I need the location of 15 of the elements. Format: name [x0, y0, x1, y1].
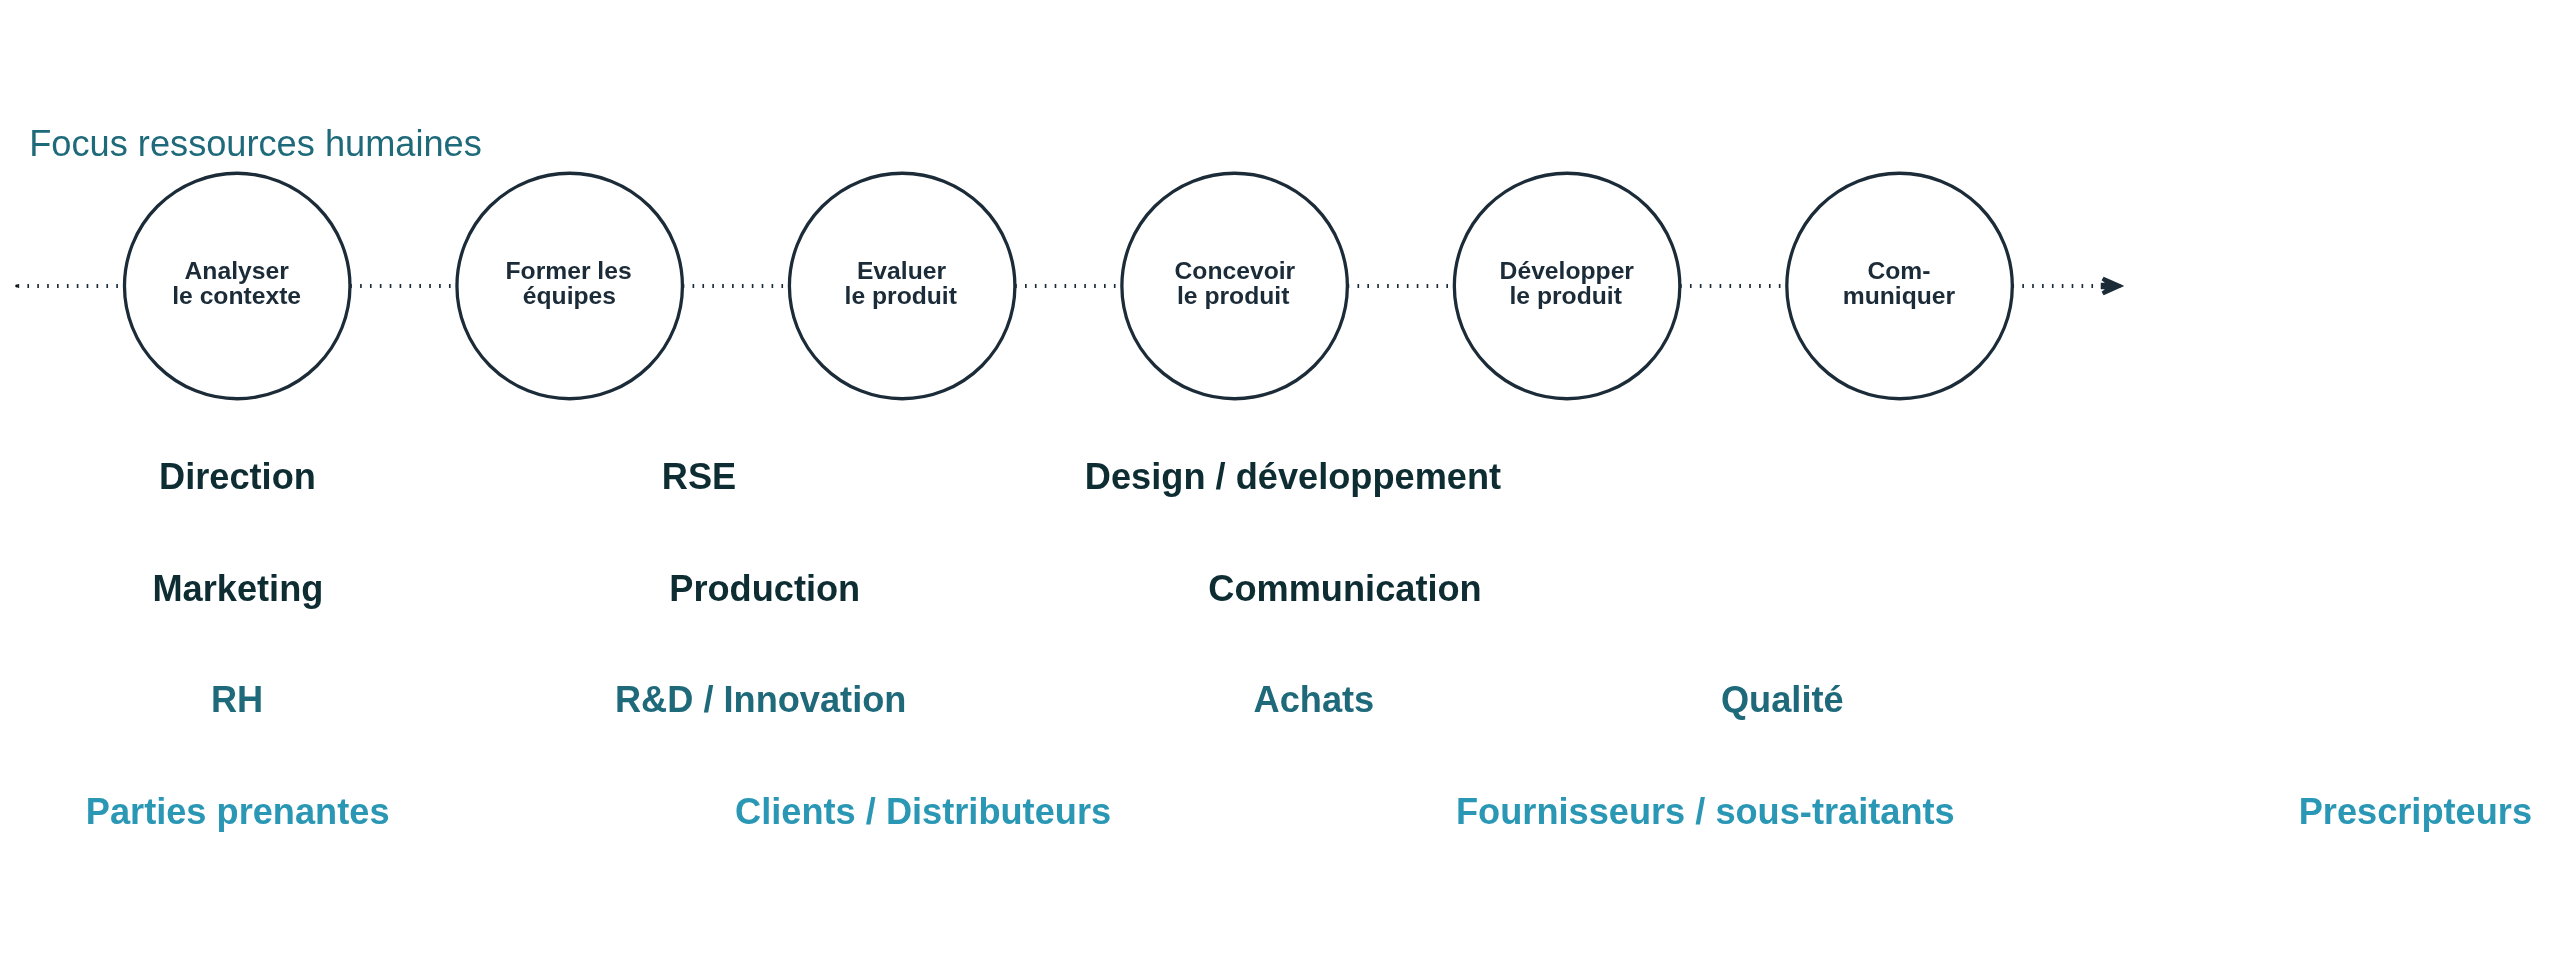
label: Achats	[1253, 678, 1375, 720]
label: Prescripteurs	[2298, 790, 2533, 832]
diagram-title: Focus ressources humaines	[29, 122, 482, 164]
label: Marketing	[152, 567, 324, 609]
label: Parties prenantes	[85, 790, 390, 832]
label: R&D / Innovation	[614, 678, 907, 720]
label: Production	[669, 567, 861, 609]
label: Design / développement	[1084, 455, 1502, 497]
label: Fournisseurs / sous-traitants	[1455, 790, 1955, 832]
label: Communication	[1208, 567, 1482, 609]
label: Direction	[159, 455, 316, 497]
label: Clients / Distributeurs	[735, 790, 1112, 832]
label: RSE	[661, 455, 737, 497]
label: RH	[210, 678, 264, 720]
label: Qualité	[1720, 678, 1844, 720]
